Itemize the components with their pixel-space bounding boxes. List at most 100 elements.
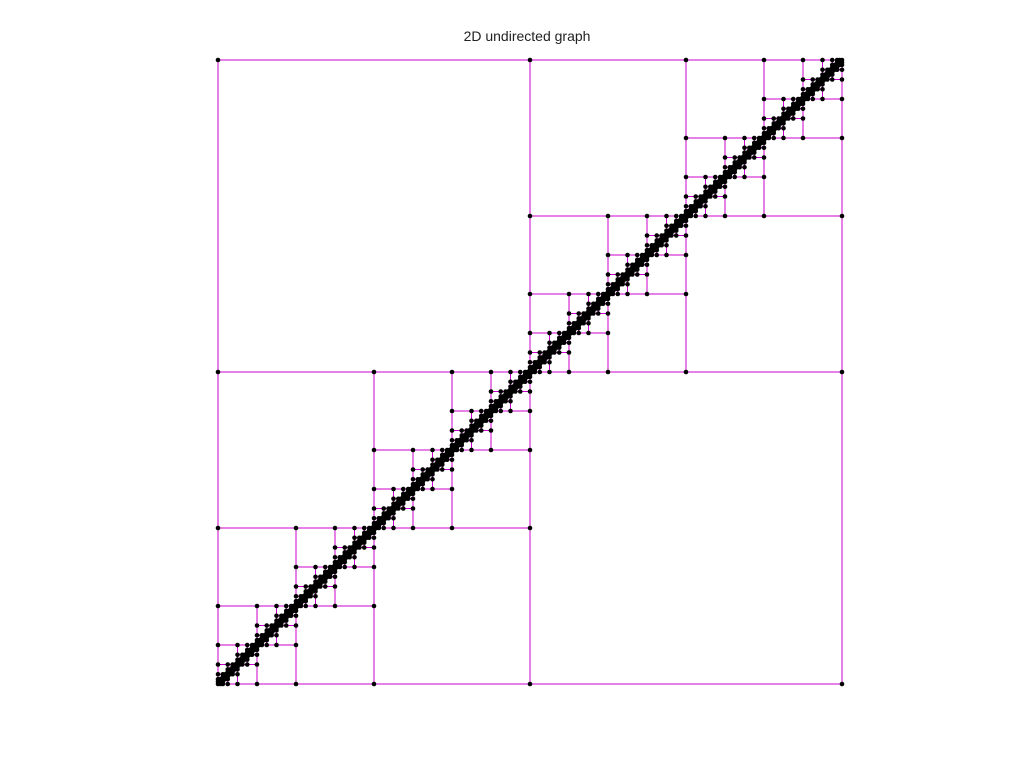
graph-node	[371, 486, 377, 492]
graph-node	[215, 681, 221, 687]
graph-node	[583, 316, 589, 321]
graph-node	[742, 145, 747, 151]
graph-node	[410, 496, 416, 502]
graph-node	[410, 506, 416, 511]
graph-node	[496, 403, 501, 409]
graph-node	[469, 408, 474, 414]
graph-node	[644, 242, 650, 248]
graph-node	[430, 486, 435, 492]
graph-node	[488, 369, 494, 375]
graph-node	[800, 77, 806, 82]
graph-node	[734, 164, 740, 170]
graph-node	[576, 311, 582, 316]
graph-node	[800, 106, 806, 112]
graph-node	[313, 574, 318, 580]
graph-node	[498, 408, 504, 414]
graph-node	[291, 608, 296, 614]
graph-node	[247, 652, 252, 658]
graph-node	[547, 330, 552, 336]
graph-node	[274, 603, 279, 609]
graph-node	[508, 398, 513, 404]
graph-node	[627, 272, 633, 277]
graph-node	[352, 525, 357, 531]
graph-node	[457, 442, 462, 448]
graph-node	[332, 545, 338, 550]
graph-node	[498, 389, 504, 394]
graph-node	[700, 199, 706, 204]
graph-node	[703, 174, 708, 180]
graph-node	[235, 652, 240, 658]
graph-node	[625, 291, 630, 297]
graph-node	[703, 213, 708, 219]
graph-node	[227, 671, 233, 677]
graph-node	[422, 476, 428, 482]
graph-node	[430, 476, 435, 482]
graph-node	[703, 203, 708, 209]
graph-node	[254, 632, 260, 638]
graph-node	[344, 554, 350, 560]
graph-node	[644, 213, 650, 219]
graph-node	[410, 525, 416, 531]
graph-node	[325, 574, 330, 580]
graph-node	[754, 145, 759, 151]
graph-node	[254, 623, 260, 628]
graph-node	[225, 681, 231, 687]
graph-node	[810, 96, 816, 102]
graph-node	[286, 613, 291, 619]
graph-node	[839, 96, 845, 102]
graph-node	[527, 379, 533, 385]
graph-node	[673, 213, 679, 219]
graph-node	[683, 57, 689, 63]
graph-node	[449, 467, 455, 472]
graph-node	[537, 350, 543, 355]
graph-node	[710, 189, 716, 194]
graph-node	[293, 623, 299, 628]
graph-node	[430, 457, 435, 463]
graph-node	[225, 662, 231, 667]
graph-node	[478, 428, 484, 433]
graph-node	[598, 301, 603, 307]
graph-node	[449, 428, 455, 433]
graph-node	[371, 564, 377, 570]
graph-node	[761, 155, 767, 160]
graph-node	[313, 564, 318, 570]
graph-node	[661, 238, 667, 243]
graph-node	[413, 486, 418, 492]
graph-node	[274, 613, 279, 619]
graph-node	[712, 194, 718, 199]
graph-node	[486, 413, 491, 419]
graph-node	[537, 369, 543, 375]
graph-node	[481, 418, 486, 424]
graph-node	[527, 525, 533, 531]
graph-node	[773, 125, 779, 131]
graph-node	[781, 125, 786, 131]
graph-node	[371, 535, 377, 541]
graph-node	[566, 350, 572, 355]
graph-node	[683, 233, 689, 238]
graph-node	[488, 447, 494, 453]
graph-node	[820, 67, 825, 73]
graph-node	[615, 272, 621, 277]
graph-node	[715, 184, 720, 190]
graph-node	[730, 169, 735, 175]
graph-node	[252, 647, 257, 653]
graph-node	[449, 408, 455, 414]
graph-node	[827, 72, 833, 77]
graph-node	[264, 642, 270, 648]
graph-node	[644, 291, 650, 297]
graph-node	[361, 545, 367, 550]
graph-node	[439, 467, 445, 472]
graph-node	[559, 340, 564, 346]
graph-node	[223, 676, 228, 682]
graph-node	[595, 291, 601, 297]
graph-node	[510, 389, 516, 394]
graph-node	[235, 681, 240, 687]
graph-node	[588, 311, 594, 316]
graph-node	[437, 462, 443, 467]
graph-node	[320, 579, 326, 584]
graph-node	[683, 252, 689, 258]
graph-node	[625, 281, 630, 287]
graph-node	[722, 194, 728, 199]
graph-node	[254, 681, 260, 687]
